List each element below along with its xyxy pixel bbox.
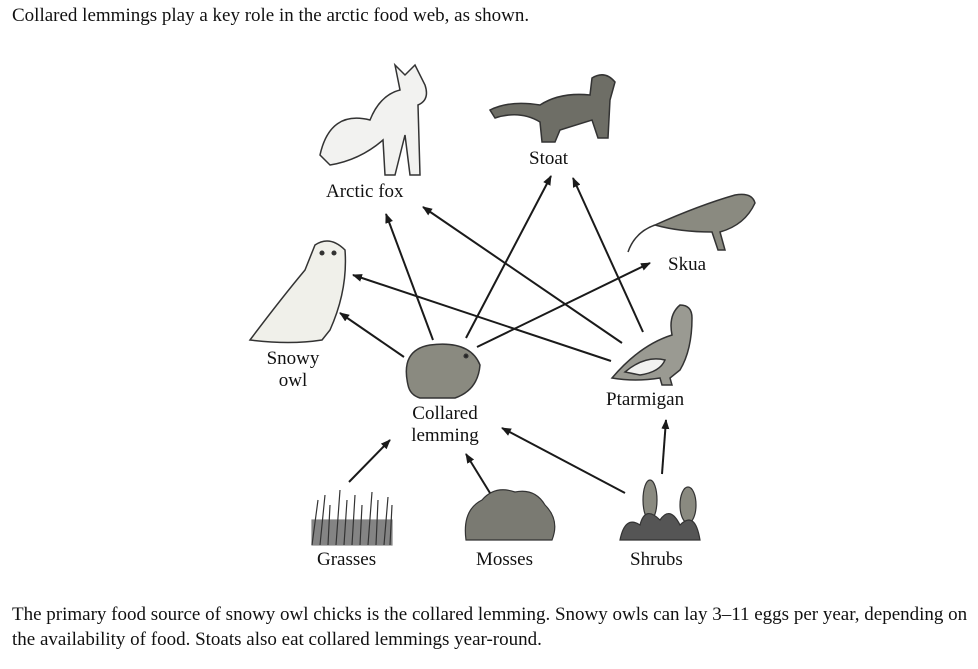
arrow-shrubs-to-lemming [501, 427, 626, 494]
label-snowy-owl-line2: owl [278, 370, 308, 391]
collared-lemming-image [405, 343, 481, 399]
arrow-lemming-to-owl [339, 312, 405, 358]
food-web-diagram [248, 62, 756, 546]
label-lemming-line2: lemming [411, 425, 479, 446]
label-snowy-owl: Snowy owl [258, 348, 328, 392]
ptarmigan-image [610, 304, 693, 386]
grasses-image [311, 489, 393, 546]
outro-text: The primary food source of snowy owl chi… [12, 604, 968, 650]
skua-image [627, 193, 756, 253]
stoat-image [488, 74, 616, 143]
arrow-lemming-to-skua [476, 262, 651, 348]
arrow-ptarmigan-to-fox [422, 206, 623, 344]
arctic-fox-image [319, 62, 428, 176]
arrow-lemming-to-fox [385, 213, 434, 341]
label-mosses: Mosses [476, 549, 534, 570]
snowy-owl-image [248, 240, 347, 344]
label-collared-lemming: Collared lemming [400, 403, 490, 447]
label-shrubs: Shrubs [630, 549, 683, 570]
arrow-mosses-to-lemming [465, 453, 491, 494]
label-ptarmigan: Ptarmigan [606, 389, 685, 410]
label-arctic-fox: Arctic fox [326, 181, 404, 202]
arrow-ptarmigan-to-owl [352, 274, 612, 362]
label-grasses: Grasses [317, 549, 377, 570]
intro-text: Collared lemmings play a key role in the… [12, 5, 530, 26]
label-skua: Skua [668, 254, 706, 275]
label-lemming-line1: Collared [412, 403, 478, 424]
mosses-image [464, 489, 556, 541]
shrubs-image [619, 479, 701, 541]
arrow-grasses-to-lemming [348, 439, 391, 483]
label-snowy-owl-line1: Snowy [266, 348, 320, 369]
label-stoat: Stoat [529, 148, 569, 169]
arrow-shrubs-to-ptarmigan [661, 419, 670, 475]
arrow-ptarmigan-to-stoat [572, 177, 644, 333]
arrow-lemming-to-stoat [465, 175, 552, 339]
